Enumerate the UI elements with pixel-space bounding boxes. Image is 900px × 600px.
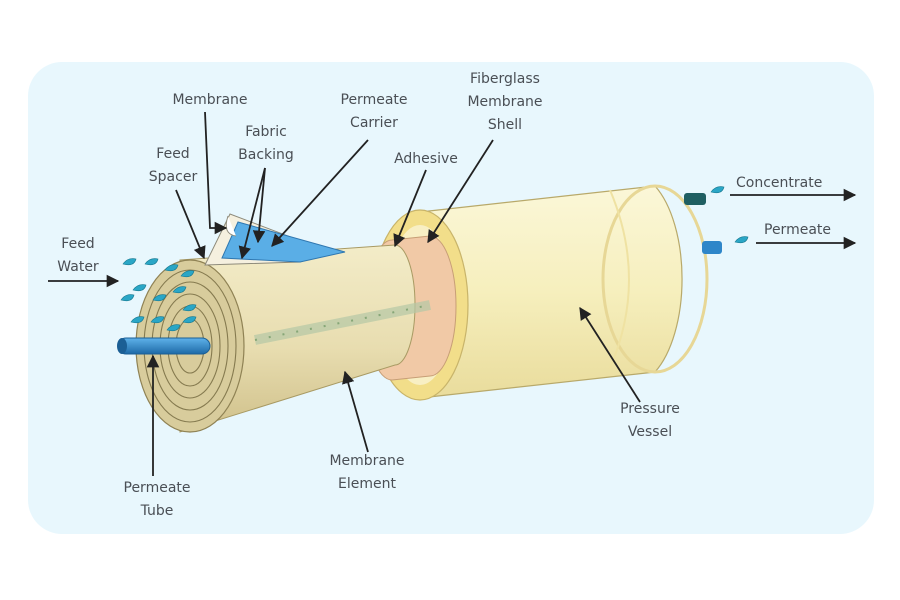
water-drop-icon — [152, 294, 167, 302]
permeate-tube — [117, 337, 211, 355]
water-drop-icon — [180, 270, 195, 278]
label-permeate: Permeate — [764, 222, 831, 238]
membrane-element — [135, 244, 431, 433]
label-concentrate: Concentrate — [736, 175, 823, 191]
concentrate-pipe — [684, 193, 706, 205]
pressure-vessel — [365, 184, 722, 401]
water-drop-icon — [734, 236, 749, 244]
water-drop-icon — [172, 286, 187, 294]
water-drop-icon — [150, 316, 165, 324]
water-drop-icon — [130, 316, 145, 324]
permeate-outlet-pipe — [702, 241, 722, 254]
label-membrane: Membrane — [172, 92, 248, 108]
water-drop-icon — [122, 258, 137, 266]
water-drops — [120, 186, 749, 332]
water-drop-icon — [166, 324, 181, 332]
water-drop-icon — [164, 264, 179, 272]
water-drop-icon — [182, 304, 197, 312]
leader-lines — [48, 111, 857, 476]
water-drop-icon — [132, 284, 147, 292]
water-drop-icon — [182, 316, 197, 324]
water-drop-icon — [710, 186, 725, 194]
label-adhesive: Adhesive — [394, 151, 458, 167]
water-drop-icon — [120, 294, 135, 302]
water-drop-icon — [144, 258, 159, 266]
